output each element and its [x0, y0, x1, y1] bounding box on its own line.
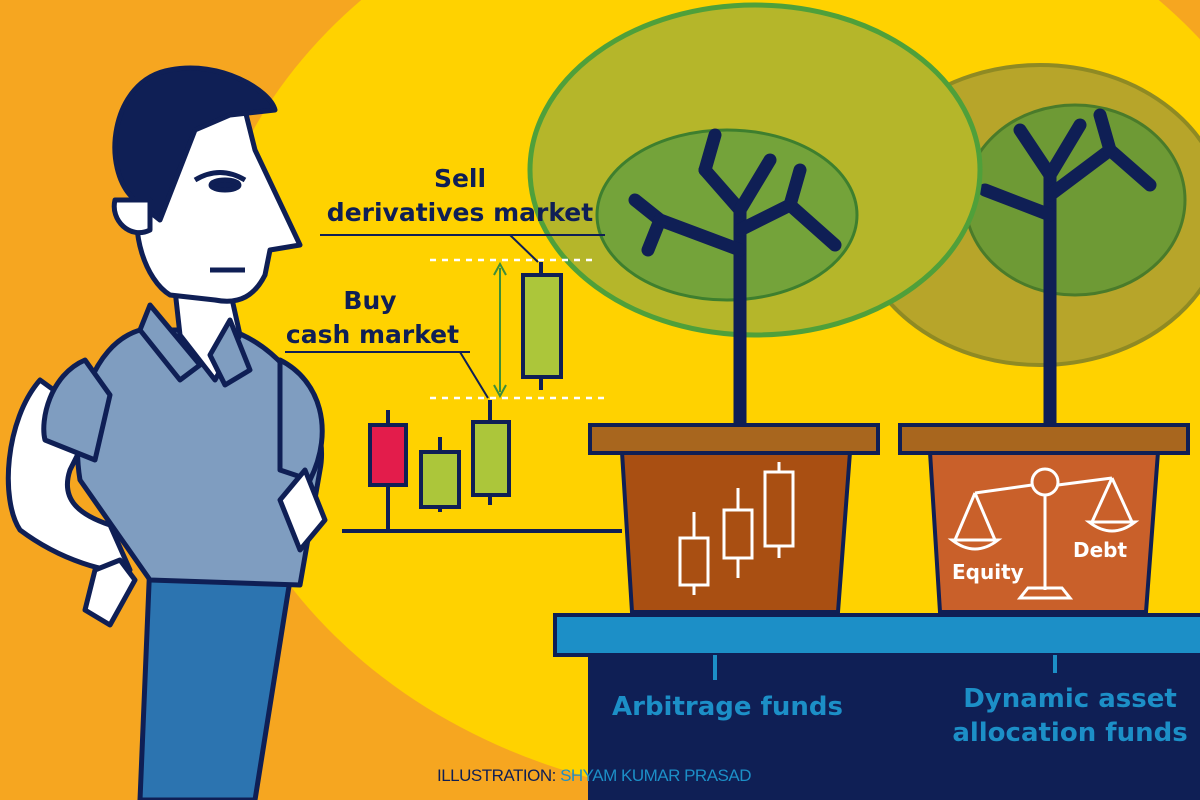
balance-scale-icon	[947, 467, 1140, 600]
buy-label-line2: cash market	[285, 320, 460, 349]
credit-prefix: ILLUSTRATION:	[437, 766, 556, 785]
pot-arbitrage	[588, 423, 880, 614]
dynamic-funds-line2: allocation funds	[952, 718, 1188, 748]
buy-label-line1: Buy	[343, 286, 397, 315]
shelf	[553, 613, 1200, 657]
candlestick-chart	[342, 262, 622, 533]
illustration-credit: ILLUSTRATION: SHYAM KUMAR PRASAD	[437, 766, 752, 786]
man-figure	[5, 65, 328, 800]
pot-dynamic	[898, 423, 1190, 614]
spread-markers	[285, 234, 605, 400]
sell-label-line1: Sell	[433, 164, 487, 193]
dynamic-funds-line1: Dynamic asset	[963, 684, 1177, 714]
credit-artist: SHYAM KUMAR PRASAD	[560, 766, 752, 785]
navy-base	[588, 652, 1200, 800]
equity-label: Equity	[952, 560, 1024, 584]
tree-arbitrage	[527, 2, 983, 432]
arbitrage-funds-label: Arbitrage funds	[612, 692, 843, 722]
debt-label: Debt	[1073, 538, 1128, 562]
sell-label-line2: derivatives market	[326, 198, 594, 227]
